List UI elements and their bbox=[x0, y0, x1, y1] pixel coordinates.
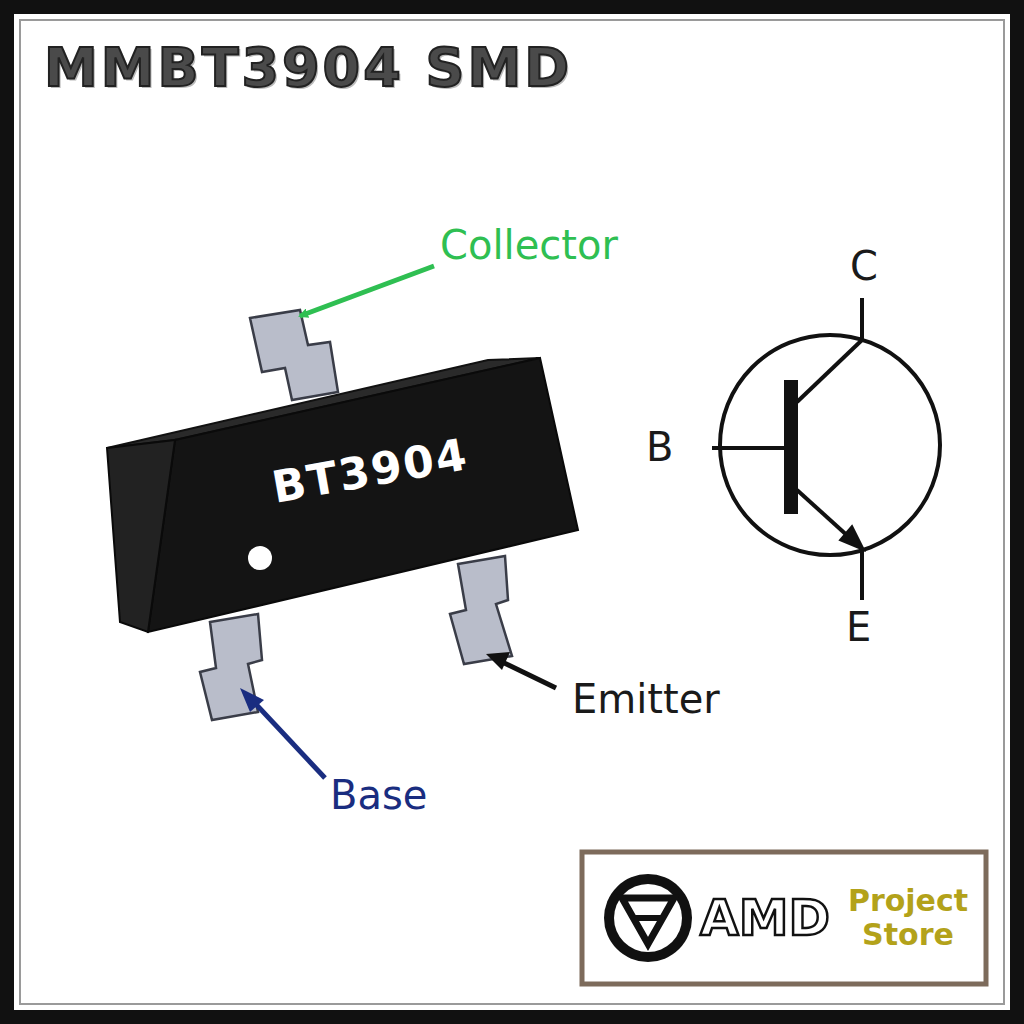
terminal-letter: B bbox=[646, 424, 673, 470]
inner-frame bbox=[20, 20, 1004, 1004]
node-body: Project Store bbox=[838, 884, 978, 953]
sot23-package bbox=[107, 358, 578, 632]
base-leader bbox=[252, 700, 325, 778]
logo-box bbox=[582, 852, 986, 984]
emitter-arrow bbox=[840, 526, 864, 550]
frame bbox=[7, 7, 1017, 1017]
base-arrowhead bbox=[240, 688, 264, 712]
terminal-letter: C bbox=[850, 243, 878, 289]
emitter-arrowhead bbox=[486, 652, 510, 670]
terminal-letter: E bbox=[846, 604, 871, 650]
pin-label: Emitter bbox=[572, 676, 720, 722]
collector-leader bbox=[300, 266, 434, 316]
base-bar bbox=[784, 380, 798, 514]
title: MMBT3904 SMD bbox=[44, 36, 572, 99]
pin-label: Collector bbox=[440, 222, 618, 268]
collector-lead bbox=[250, 310, 338, 400]
node-heading: AMD bbox=[700, 889, 830, 947]
logo-icon bbox=[604, 874, 692, 962]
emitter-leader bbox=[498, 660, 556, 688]
npn-symbol bbox=[712, 298, 940, 600]
emitter-lead bbox=[450, 556, 512, 664]
logo-text-box: AMDProject Store bbox=[700, 860, 986, 976]
pin-label: Base bbox=[330, 772, 427, 818]
